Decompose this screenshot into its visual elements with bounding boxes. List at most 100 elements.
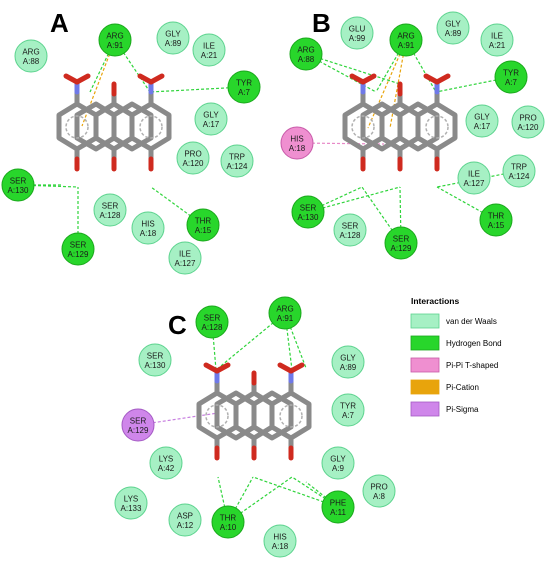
residue-id: A:128 <box>100 211 121 220</box>
residue-circle <box>227 70 261 104</box>
residue-circle <box>291 195 325 229</box>
interaction-line-hbond <box>284 312 293 371</box>
residue-circle <box>289 37 323 71</box>
residue-id: A:133 <box>121 504 142 513</box>
residue-name: TYR <box>340 402 356 411</box>
residue-id: A:42 <box>158 464 175 473</box>
residue-id: A:15 <box>195 226 212 235</box>
residue-circle <box>156 21 190 55</box>
legend-label-pipi: Pi-Pi T-shaped <box>446 361 498 370</box>
residue-id: A:99 <box>349 34 366 43</box>
interaction-line-hbond <box>227 476 293 523</box>
residue-name: PRO <box>184 150 201 159</box>
residue-name: ILE <box>468 170 480 179</box>
residue-id: A:15 <box>488 221 505 230</box>
panel-label-b: B <box>312 8 331 38</box>
residue-name: THR <box>195 217 212 226</box>
residue-id: A:129 <box>391 244 412 253</box>
residue-id: A:7 <box>505 78 518 87</box>
residue-id: A:130 <box>145 361 166 370</box>
residue-name: TRP <box>511 163 527 172</box>
residue-name: ILE <box>179 250 191 259</box>
residue-name: ARG <box>106 32 123 41</box>
residue-name: LYS <box>159 455 174 464</box>
residue-name: GLY <box>165 30 181 39</box>
residue-name: GLU <box>349 25 366 34</box>
residue-circle <box>220 144 254 178</box>
residue-name: HIS <box>290 135 303 144</box>
residue-name: THR <box>488 212 505 221</box>
legend-swatch-vdw <box>410 313 440 329</box>
residue-circle <box>186 208 220 242</box>
residue-id: A:89 <box>445 29 462 38</box>
residue-circle <box>98 23 132 57</box>
legend-label-pisigma: Pi-Sigma <box>446 405 479 414</box>
panel-c: C SERA:128ARGA:91SERA:130GLYA:89SERA:129… <box>114 296 396 558</box>
residue-circle <box>14 39 48 73</box>
residue-circle <box>168 241 202 275</box>
residue-id: A:21 <box>489 41 506 50</box>
panel-a: A ARGA:91GLYA:89ARGA:88ILEA:21TYRA:7GLYA… <box>1 8 261 275</box>
residue-name: GLY <box>445 20 461 29</box>
residue-name: TYR <box>503 69 519 78</box>
residue-id: A:18 <box>140 229 157 238</box>
residue-id: A:127 <box>175 259 196 268</box>
residue-name: PHE <box>330 499 346 508</box>
residue-name: SER <box>204 314 221 323</box>
residue-name: SER <box>300 204 317 213</box>
residue-id: A:11 <box>330 508 346 517</box>
residue-name: TYR <box>236 79 252 88</box>
residue-name: LYS <box>124 495 139 504</box>
interaction-line-hbond <box>211 321 217 371</box>
legend-swatch-hbond <box>410 335 440 351</box>
residue-circle <box>176 141 210 175</box>
residue-circle <box>263 524 297 558</box>
residue-name: ASP <box>177 512 193 521</box>
residue-id: A:89 <box>340 363 357 372</box>
residue-name: GLY <box>330 455 346 464</box>
residue-id: A:129 <box>128 426 149 435</box>
residue-circle <box>1 168 35 202</box>
residue-circle <box>480 23 514 57</box>
residue-name: SER <box>147 352 164 361</box>
residue-id: A:7 <box>238 88 251 97</box>
residue-id: A:8 <box>373 492 386 501</box>
residue-name: ILE <box>203 42 215 51</box>
residue-id: A:91 <box>277 314 294 323</box>
legend-label-vdw: van der Waals <box>446 317 497 326</box>
residue-circle <box>131 211 165 245</box>
residue-name: SER <box>393 235 410 244</box>
residue-id: A:91 <box>107 41 124 50</box>
residue-id: A:88 <box>298 55 315 64</box>
residue-id: A:88 <box>23 57 40 66</box>
residue-circle <box>192 33 226 67</box>
residue-circle <box>280 126 314 160</box>
residue-name: ARG <box>276 305 293 314</box>
residue-id: A:127 <box>464 179 485 188</box>
panel-label-c: C <box>168 310 187 340</box>
